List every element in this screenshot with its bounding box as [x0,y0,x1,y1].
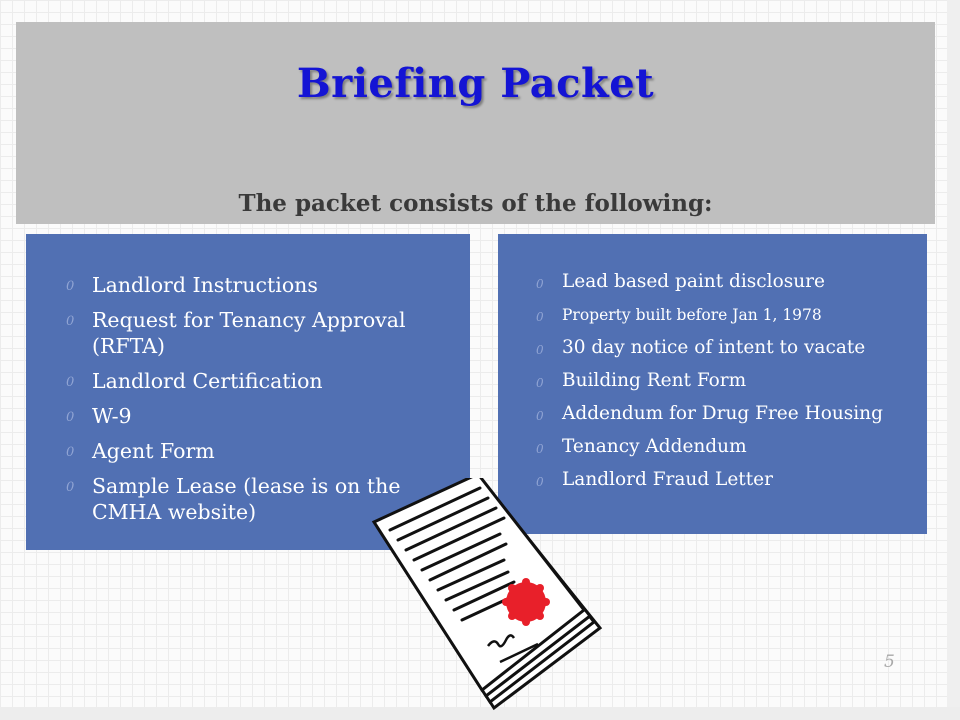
bullet-icon: 0 [536,277,544,291]
bullet-icon: 0 [536,343,544,357]
list-item-text: W-9 [92,404,132,428]
bullet-icon: 0 [66,314,75,329]
list-item: 0 Building Rent Form [536,369,907,393]
list-item: 0 Request for Tenancy Approval (RFTA) [66,307,450,359]
list-item-text: Agent Form [92,439,215,463]
list-item: 0 Landlord Fraud Letter [536,468,907,492]
document-stack-with-seal-icon [371,478,603,711]
bullet-icon: 0 [66,480,75,495]
list-item-text: Building Rent Form [562,370,747,391]
bullet-icon: 0 [66,445,75,460]
bullet-icon: 0 [536,475,544,489]
list-item-text: Landlord Certification [92,369,323,393]
slide-bottom-edge [0,707,960,720]
bullet-icon: 0 [536,310,544,324]
list-item-text: Request for Tenancy Approval (RFTA) [92,308,406,358]
list-item-text: Landlord Fraud Letter [562,469,773,490]
list-item: 0 30 day notice of intent to vacate [536,336,907,360]
bullet-icon: 0 [66,375,75,390]
list-item-text: Lead based paint disclosure [562,271,825,292]
header-band [16,22,935,224]
bullet-icon: 0 [66,279,75,294]
slide-title: Briefing Packet [296,60,655,107]
list-item-text: Landlord Instructions [92,273,318,297]
list-item-text: 30 day notice of intent to vacate [562,337,866,358]
list-item: 0 Landlord Instructions [66,272,450,298]
list-item: 0 Addendum for Drug Free Housing [536,402,907,426]
bullet-icon: 0 [536,442,544,456]
list-item-text: Addendum for Drug Free Housing [562,403,883,424]
list-item: 0 Tenancy Addendum [536,435,907,459]
slide-subtitle: The packet consists of the following: [238,190,713,217]
bullet-icon: 0 [66,410,75,425]
list-item: 0 W-9 [66,403,450,429]
list-item: 0 Lead based paint disclosure [536,270,907,294]
list-item-text: Sample Lease (lease is on the CMHA websi… [92,474,401,524]
list-item: 0 Property built before Jan 1, 1978 [536,303,907,327]
list-item: 0 Agent Form [66,438,450,464]
list-item-text: Property built before Jan 1, 1978 [562,306,822,324]
bullet-icon: 0 [536,376,544,390]
slide-right-edge [947,0,960,720]
list-item-text: Tenancy Addendum [562,436,747,457]
bullet-icon: 0 [536,409,544,423]
list-item: 0 Sample Lease (lease is on the CMHA webs… [66,473,450,525]
list-item: 0 Landlord Certification [66,368,450,394]
page-number: 5 [884,652,895,672]
